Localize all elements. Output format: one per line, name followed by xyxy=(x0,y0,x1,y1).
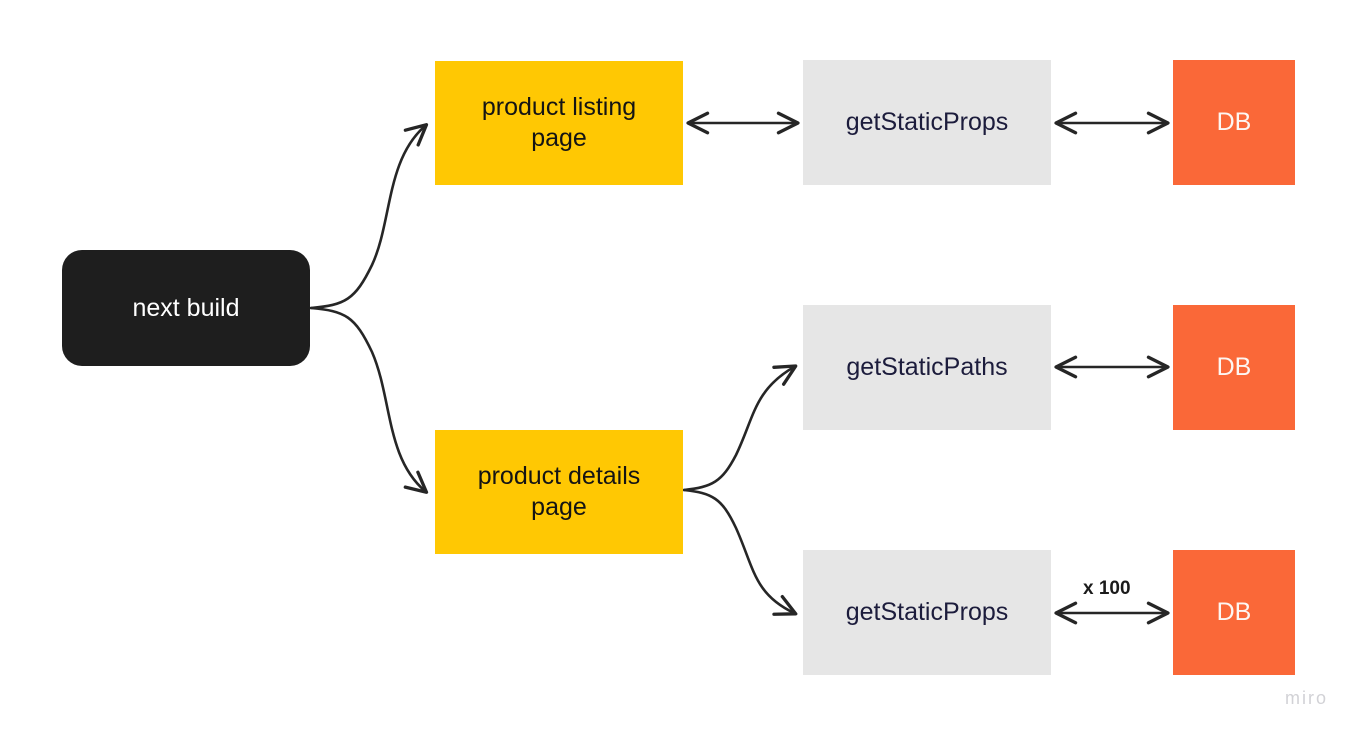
label-line-1: product details xyxy=(477,462,641,490)
node-getstaticprops-listing-label: getStaticProps xyxy=(845,108,1009,136)
node-db-3[interactable]: DB xyxy=(1173,550,1295,675)
node-product-listing-page-label: product listing page xyxy=(482,92,636,154)
node-getstaticprops-details[interactable]: getStaticProps xyxy=(803,550,1051,675)
node-getstaticpaths[interactable]: getStaticPaths xyxy=(803,305,1051,430)
edge-build-to-listing xyxy=(309,123,429,310)
node-next-build[interactable]: next build xyxy=(62,250,310,366)
label-line-1: product listing xyxy=(481,93,637,121)
miro-watermark: miro xyxy=(1285,688,1328,708)
label-line-2: page xyxy=(531,493,587,521)
node-db-1-label: DB xyxy=(1216,108,1252,136)
node-next-build-label: next build xyxy=(132,293,240,322)
node-product-listing-page[interactable]: product listing page xyxy=(435,61,683,185)
label-line-2: page xyxy=(531,124,587,152)
node-db-3-label: DB xyxy=(1216,598,1252,626)
edge-details-to-getstaticprops xyxy=(682,488,798,616)
node-db-2-label: DB xyxy=(1216,353,1252,381)
node-getstaticpaths-label: getStaticPaths xyxy=(846,353,1008,381)
node-getstaticprops-details-label: getStaticProps xyxy=(845,598,1009,626)
node-product-details-page-label: product details page xyxy=(478,461,641,523)
node-product-details-page[interactable]: product details page xyxy=(435,430,683,554)
edge-build-to-details xyxy=(309,306,429,494)
edge-details-to-getstaticpaths xyxy=(682,364,798,492)
node-db-1[interactable]: DB xyxy=(1173,60,1295,185)
edge-label-x100: x 100 xyxy=(1083,578,1131,599)
node-db-2[interactable]: DB xyxy=(1173,305,1295,430)
node-getstaticprops-listing[interactable]: getStaticProps xyxy=(803,60,1051,185)
